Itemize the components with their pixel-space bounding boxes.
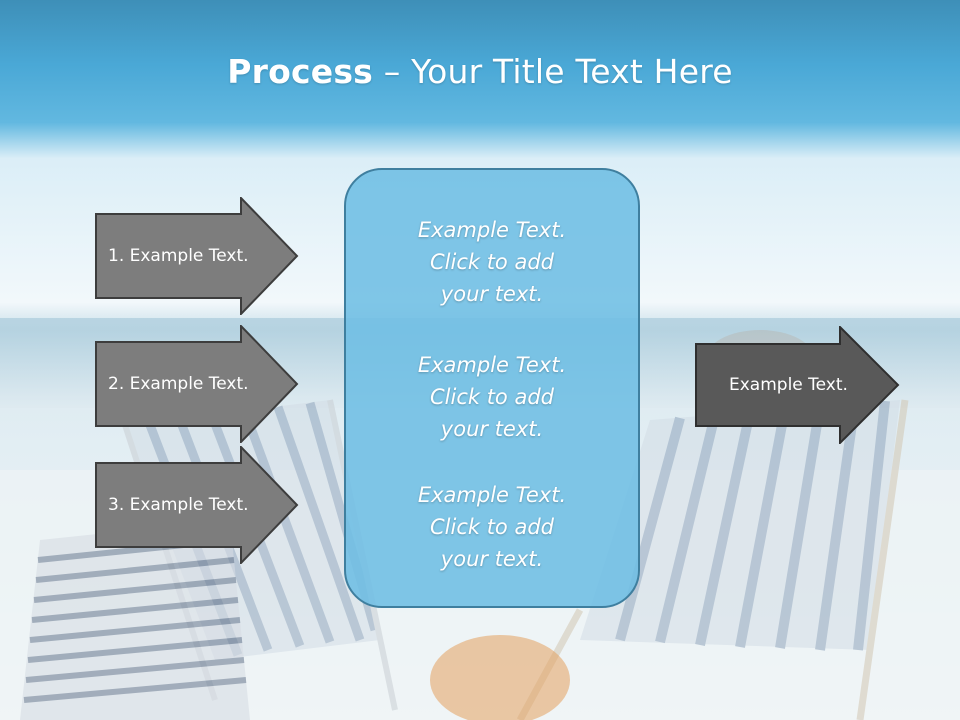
text-line: your text. bbox=[440, 547, 544, 571]
process-arrow-2[interactable]: 2. Example Text. bbox=[95, 325, 299, 443]
arrow-shape bbox=[95, 446, 299, 564]
center-text-block-1: Example Text. Click to add your text. bbox=[346, 214, 638, 310]
process-arrow-3[interactable]: 3. Example Text. bbox=[95, 446, 299, 564]
text-line: Example Text. bbox=[417, 353, 567, 377]
arrow-shape bbox=[95, 325, 299, 443]
arrow-label: 1. Example Text. bbox=[108, 246, 249, 266]
text-line: your text. bbox=[440, 282, 544, 306]
arrow-label: 2. Example Text. bbox=[108, 374, 249, 394]
result-arrow[interactable]: Example Text. bbox=[695, 326, 900, 444]
title-rest-text: – Your Title Text Here bbox=[373, 52, 733, 91]
center-text-box[interactable]: Example Text. Click to add your text. Ex… bbox=[344, 168, 640, 608]
text-line: your text. bbox=[440, 417, 544, 441]
text-line: Click to add bbox=[429, 250, 554, 274]
arrow-label: 3. Example Text. bbox=[108, 495, 249, 515]
text-line: Example Text. bbox=[417, 218, 567, 242]
text-line: Click to add bbox=[429, 385, 554, 409]
arrow-shape bbox=[95, 197, 299, 315]
arrow-shape bbox=[695, 326, 900, 444]
arrow-label: Example Text. bbox=[729, 375, 848, 395]
text-line: Example Text. bbox=[417, 483, 567, 507]
center-text-block-2: Example Text. Click to add your text. bbox=[346, 349, 638, 445]
text-line: Click to add bbox=[429, 515, 554, 539]
slide-title: Process – Your Title Text Here bbox=[0, 52, 960, 91]
process-arrow-1[interactable]: 1. Example Text. bbox=[95, 197, 299, 315]
center-text-block-3: Example Text. Click to add your text. bbox=[346, 479, 638, 575]
title-bold-text: Process bbox=[227, 52, 374, 91]
